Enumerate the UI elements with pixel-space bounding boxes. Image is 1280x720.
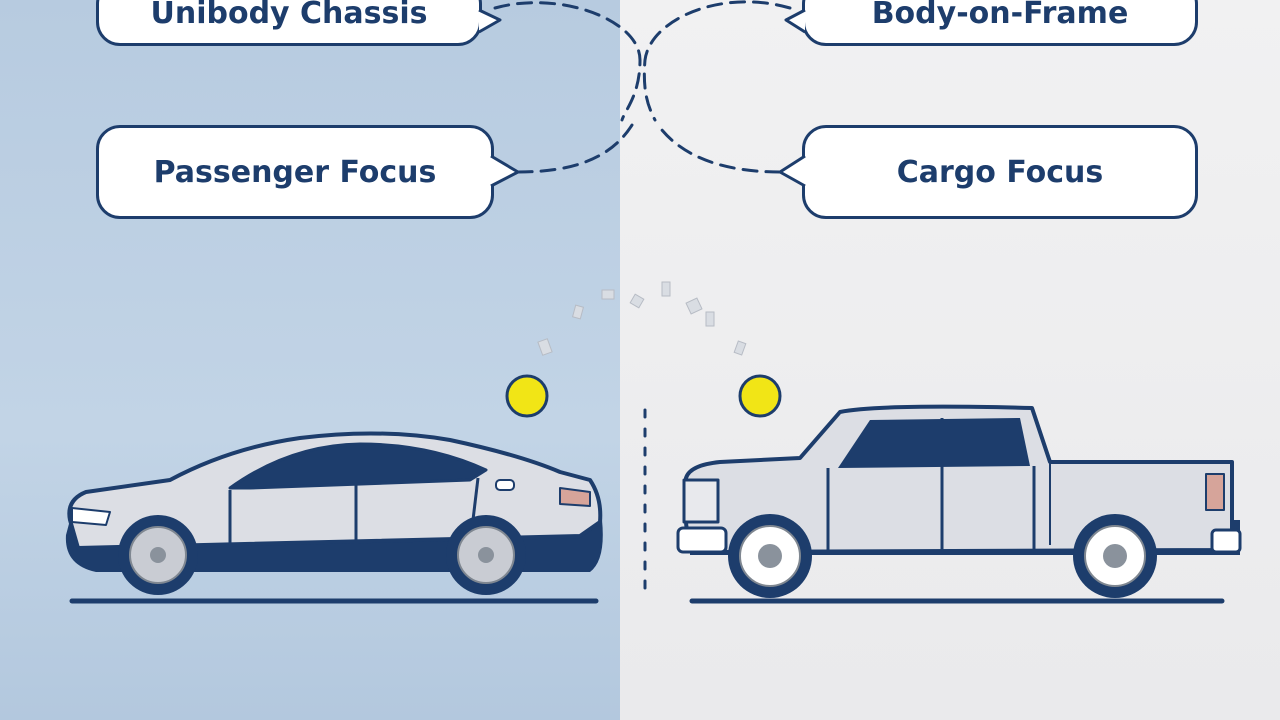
connector-body-on-frame — [642, 0, 792, 122]
label-body-on-frame: Body-on-Frame — [871, 0, 1129, 31]
label-unibody-chassis: Unibody Chassis — [150, 0, 428, 31]
bubble-unibody-chassis: Unibody Chassis — [96, 0, 482, 46]
sedan-illustration — [65, 431, 603, 595]
pickup-truck-illustration — [676, 404, 1242, 598]
label-cargo-focus: Cargo Focus — [896, 154, 1104, 190]
bubble-body-on-frame: Body-on-Frame — [802, 0, 1198, 46]
bubble-cargo-focus: Cargo Focus — [802, 125, 1198, 219]
broken-pieces — [537, 281, 747, 356]
bubble-passenger-focus: Passenger Focus — [96, 125, 494, 219]
connector-unibody — [493, 1, 642, 122]
marker-dot-left — [505, 374, 549, 418]
marker-dot-right — [738, 374, 782, 418]
label-passenger-focus: Passenger Focus — [153, 154, 437, 190]
connector-cargo — [656, 123, 782, 174]
dashed-connectors — [493, 0, 792, 592]
connector-passenger — [516, 123, 634, 174]
